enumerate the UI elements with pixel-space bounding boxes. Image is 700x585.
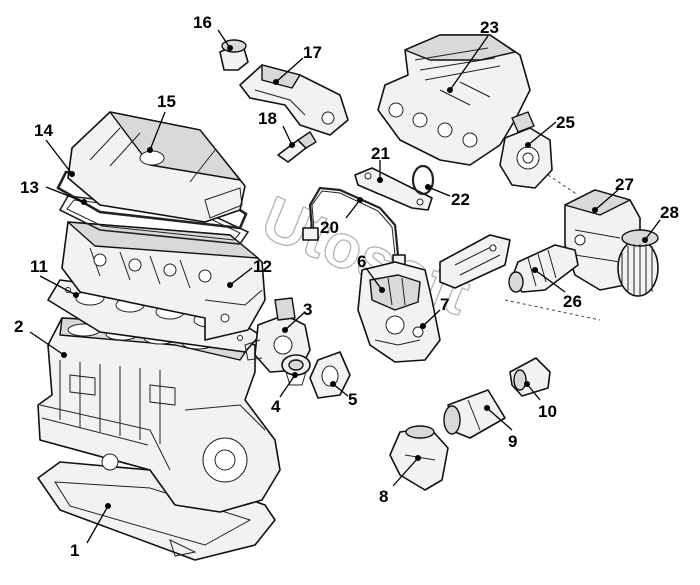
- callout-10: 10: [524, 381, 557, 421]
- callout-label-5: 5: [348, 390, 357, 409]
- callout-label-9: 9: [508, 432, 517, 451]
- callout-16: 16: [193, 13, 233, 51]
- callout-17: 17: [273, 43, 322, 85]
- part-throttle-body: [499, 111, 553, 189]
- callout-label-8: 8: [379, 487, 388, 506]
- callout-label-18: 18: [258, 109, 277, 128]
- callout-27: 27: [592, 175, 634, 213]
- callout-26: 26: [532, 267, 582, 311]
- callout-label-23: 23: [480, 18, 499, 37]
- callout-28: 28: [642, 203, 679, 243]
- callout-label-1: 1: [70, 541, 79, 560]
- callout-label-28: 28: [660, 203, 679, 222]
- part-connector-block: [439, 234, 511, 289]
- callout-7: 7: [420, 295, 449, 329]
- callout-label-26: 26: [563, 292, 582, 311]
- callout-label-4: 4: [271, 397, 281, 416]
- callout-label-10: 10: [538, 402, 557, 421]
- part-thermostat: [281, 354, 311, 386]
- callout-15: 15: [147, 92, 176, 153]
- part-intake-manifold: [377, 34, 531, 166]
- callout-13: 13: [20, 178, 87, 205]
- callout-25: 25: [525, 113, 575, 148]
- callout-14: 14: [34, 121, 75, 177]
- callout-1: 1: [70, 503, 111, 560]
- callout-label-25: 25: [556, 113, 575, 132]
- callout-label-16: 16: [193, 13, 212, 32]
- part-intake-duct: [508, 244, 579, 293]
- callout-label-20: 20: [320, 218, 339, 237]
- callout-18: 18: [258, 109, 295, 148]
- callout-label-27: 27: [615, 175, 634, 194]
- callout-20: 20: [320, 197, 363, 237]
- callout-label-22: 22: [451, 190, 470, 209]
- callout-label-14: 14: [34, 121, 53, 140]
- part-hose: [443, 389, 506, 439]
- part-short-hose: [509, 357, 551, 397]
- part-breather-housing: [239, 64, 349, 136]
- callout-label-6: 6: [357, 252, 366, 271]
- callout-label-17: 17: [303, 43, 322, 62]
- callout-21: 21: [371, 144, 390, 183]
- callout-12: 12: [227, 257, 272, 288]
- callout-label-21: 21: [371, 144, 390, 163]
- callout-label-7: 7: [440, 295, 449, 314]
- callout-label-15: 15: [157, 92, 176, 111]
- callout-3: 3: [282, 300, 312, 333]
- part-thermostat-cover: [309, 351, 351, 399]
- part-filler-cap: [219, 39, 249, 71]
- callout-label-13: 13: [20, 178, 39, 197]
- callout-11: 11: [30, 257, 79, 298]
- part-o-ring: [411, 164, 435, 196]
- assembly-lines: [504, 174, 601, 321]
- callout-label-2: 2: [14, 317, 23, 336]
- callout-2: 2: [14, 317, 67, 358]
- callout-4: 4: [271, 372, 298, 416]
- part-sensor: [277, 131, 317, 163]
- callout-8: 8: [379, 455, 421, 506]
- callout-23: 23: [447, 18, 499, 93]
- part-air-filter: [617, 229, 659, 297]
- part-valve-cover: [67, 111, 246, 223]
- callout-label-3: 3: [303, 300, 312, 319]
- part-egr-valve: [357, 261, 441, 363]
- part-bracket: [354, 167, 433, 211]
- callout-6: 6: [357, 252, 385, 293]
- callout-label-12: 12: [253, 257, 272, 276]
- callout-5: 5: [330, 381, 357, 409]
- callout-label-11: 11: [30, 257, 48, 276]
- callout-22: 22: [425, 184, 470, 209]
- callout-9: 9: [484, 405, 517, 451]
